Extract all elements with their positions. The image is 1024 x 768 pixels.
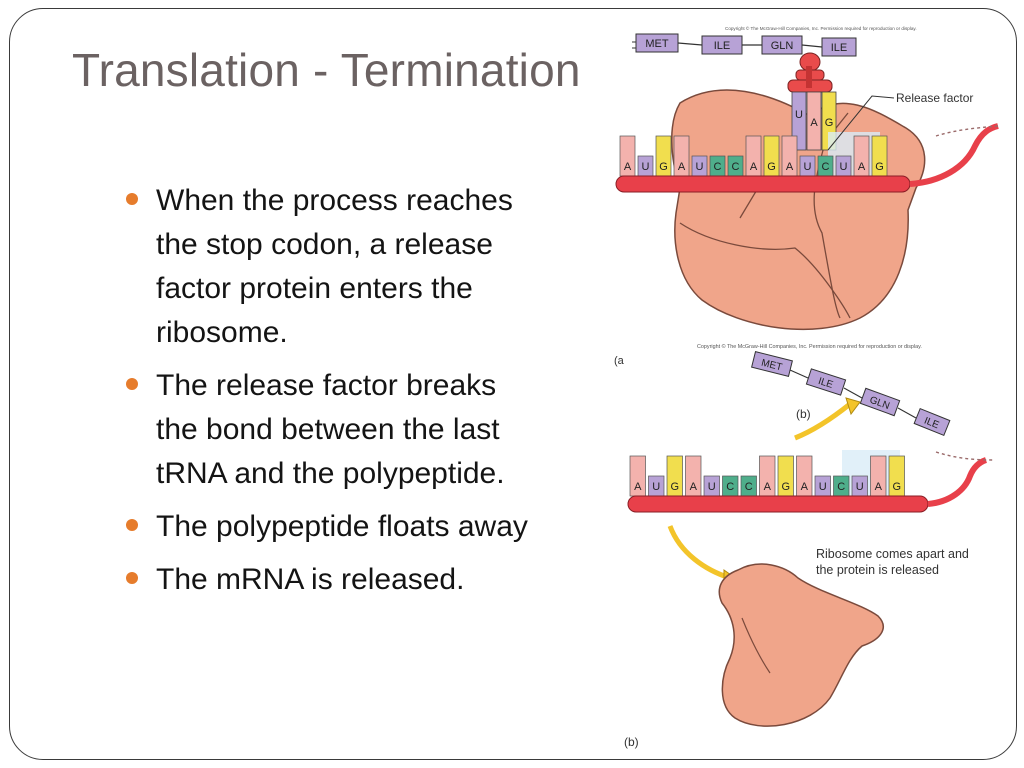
arrow-peptide-head xyxy=(845,397,861,416)
bullet-item: The mRNA is released. xyxy=(124,558,534,602)
anticodon-base: U xyxy=(795,109,803,121)
codon-bottom-base-label: G xyxy=(670,481,679,493)
mrna-strand-b xyxy=(627,495,929,513)
codon-bottom-base-label: U xyxy=(819,481,827,493)
codon-bottom-base-label: C xyxy=(837,481,845,493)
bullet-item: When the process reaches the stop codon,… xyxy=(124,179,534,355)
codon-bottom-base-label: A xyxy=(764,481,772,493)
peptide-bond xyxy=(789,369,917,419)
codon-bottom-base-label: A xyxy=(801,481,809,493)
top-peptide-chain: MET ILE GLN ILE xyxy=(632,33,857,57)
mrna-strand xyxy=(615,175,911,193)
ribosome-label-line2: the protein is released xyxy=(816,563,939,577)
codon-top-base-label: A xyxy=(624,161,632,173)
copyright-text-a: Copyright © The McGraw-Hill Companies, I… xyxy=(725,25,917,31)
slide-title: Translation - Termination xyxy=(72,44,581,96)
arrow-ribosome-released xyxy=(667,525,731,581)
ribosome-label-line1: Ribosome comes apart and xyxy=(816,547,969,561)
bullet-text: The mRNA is released. xyxy=(156,563,465,596)
bullet-dot xyxy=(126,519,138,531)
peptide-residue xyxy=(859,387,901,417)
mrna-tail xyxy=(909,123,999,187)
codon-top-base-label: A xyxy=(786,161,794,173)
panel-label-b-mid: (b) xyxy=(796,407,811,421)
codon-bottom-base-label: U xyxy=(856,481,864,493)
peptide-bond xyxy=(632,41,636,49)
peptide-residue xyxy=(805,368,847,396)
anticodon-base: G xyxy=(825,117,834,129)
anticodon-base: A xyxy=(810,117,818,129)
codon-top-base-label: U xyxy=(804,161,812,173)
bullet-dot xyxy=(126,378,138,390)
panel-label-b-bottom: (b) xyxy=(624,735,639,749)
peptide-residue xyxy=(751,351,793,377)
copyright-text-b: Copyright © The McGraw-Hill Companies, I… xyxy=(697,343,922,350)
codon-bottom-base-label: C xyxy=(745,481,753,493)
codon-top-base-label: C xyxy=(714,161,722,173)
codon-top-base-label: G xyxy=(875,161,884,173)
codon-bottom-base-label: U xyxy=(708,481,716,493)
peptide-residue xyxy=(913,407,951,437)
peptide-label: ILE xyxy=(714,40,731,52)
codon-bottom-base-label: A xyxy=(690,481,698,493)
codon-top-base-label: U xyxy=(840,161,848,173)
release-factor-label: Release factor xyxy=(896,91,973,105)
codon-bottom-base-label: G xyxy=(892,481,901,493)
peptide-label: ILE xyxy=(922,415,940,431)
bullet-text: The release factor breaks the bond betwe… xyxy=(156,369,505,490)
bullet-list: When the process reaches the stop codon,… xyxy=(124,179,534,611)
panel-label-a: (a xyxy=(614,355,625,367)
codon-bottom-base-label: C xyxy=(726,481,734,493)
codon-top-base-label: U xyxy=(642,161,650,173)
peptide-label: GLN xyxy=(771,40,794,52)
mrna-tail-b xyxy=(927,457,988,507)
peptide-label: ILE xyxy=(817,376,835,391)
ribosome-inner-outline xyxy=(679,222,851,319)
figure-svg: Copyright © The McGraw-Hill Companies, I… xyxy=(614,25,999,749)
codon-top-base-label: A xyxy=(858,161,866,173)
codon-top-base-label: G xyxy=(767,161,776,173)
codon-top-base-label: U xyxy=(696,161,704,173)
codon-bottom-base-label: A xyxy=(634,481,642,493)
codon-top-base-label: A xyxy=(750,161,758,173)
arrow-peptide-released xyxy=(794,402,852,441)
release-factor xyxy=(787,52,833,93)
translation-termination-figure: Copyright © The McGraw-Hill Companies, I… xyxy=(610,18,1005,756)
peptide-label: MET xyxy=(645,38,669,50)
mrna-dashed-end xyxy=(935,125,999,137)
peptide-label: MET xyxy=(760,358,783,374)
anticodon: U A G xyxy=(795,109,833,129)
codon-bottom-base-label: U xyxy=(652,481,660,493)
bullet-dot xyxy=(126,572,138,584)
bullet-item: The release factor breaks the bond betwe… xyxy=(124,364,534,496)
bullet-item: The polypeptide floats away xyxy=(124,505,534,549)
codon-top-base-label: G xyxy=(659,161,668,173)
bullet-dot xyxy=(126,193,138,205)
release-factor-leader xyxy=(827,95,895,151)
peptide-label: ILE xyxy=(831,42,848,54)
codon-bottom-base-label: G xyxy=(781,481,790,493)
peptide-bond xyxy=(677,42,823,48)
bullet-text: When the process reaches the stop codon,… xyxy=(156,184,513,349)
codon-top-base-label: C xyxy=(732,161,740,173)
codon-top-base-label: A xyxy=(678,161,686,173)
bottom-peptide-chain: MET ILE GLN ILE xyxy=(751,351,951,437)
codon-top-base-label: C xyxy=(822,161,830,173)
bullet-text: The polypeptide floats away xyxy=(156,510,528,543)
ribosome-subunit-groove xyxy=(741,617,771,674)
codon-bottom-base-label: A xyxy=(875,481,883,493)
released-ribosome-subunit xyxy=(718,563,884,727)
